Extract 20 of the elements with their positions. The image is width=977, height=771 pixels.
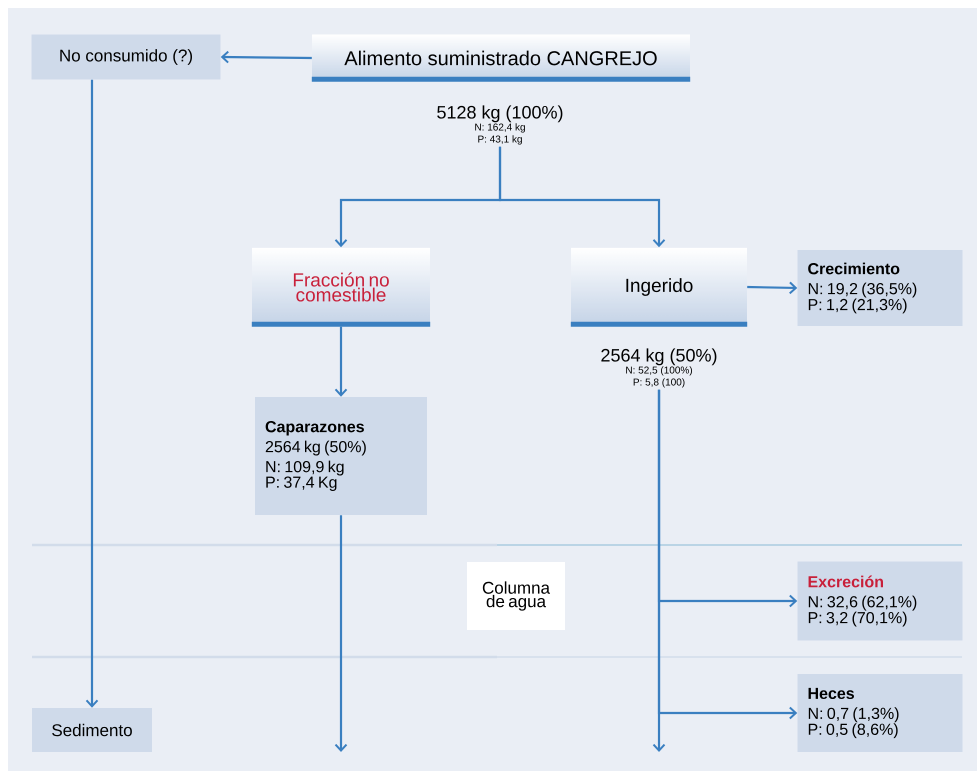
arrow: [86, 80, 98, 708]
arrow: [498, 146, 666, 248]
process-box: Fracción no comestible: [252, 272, 430, 327]
arrow: [220, 50, 312, 64]
info-box: Crecimiento N: 19,2 (36,5%) P: 1,2 (21,3%): [798, 250, 963, 326]
info-box: Heces N: 0,7 (1,3%) P: 0,5 (8,6%): [798, 674, 963, 752]
arrow: [747, 282, 798, 294]
info-box: Excreción N: 32,6 (62,1%) P: 3,2 (70,1%): [798, 562, 963, 640]
process-box: Alimento suministrado CANGREJO: [312, 50, 690, 82]
info-box: Caparazones 2564 kg (50%) N: 109,9 kg P: 37,4 Kg: [255, 397, 427, 515]
arrow: [652, 390, 666, 752]
process-box: Ingerido: [570, 278, 748, 327]
label-box: Columna de agua: [467, 562, 565, 630]
arrow: [334, 515, 348, 752]
node-caption: 2564 kg (50%) N: 52,5 (100%) P: 5,8 (100): [601, 348, 716, 388]
label-box: No consumido (?): [32, 34, 220, 80]
node-caption: 5128 kg (100%) N: 162,4 kg P: 43,1 kg: [437, 105, 562, 145]
label-box: Sedimento: [32, 708, 152, 752]
node-label: Fracción no comestible: [294, 272, 389, 302]
arrow: [334, 326, 348, 397]
